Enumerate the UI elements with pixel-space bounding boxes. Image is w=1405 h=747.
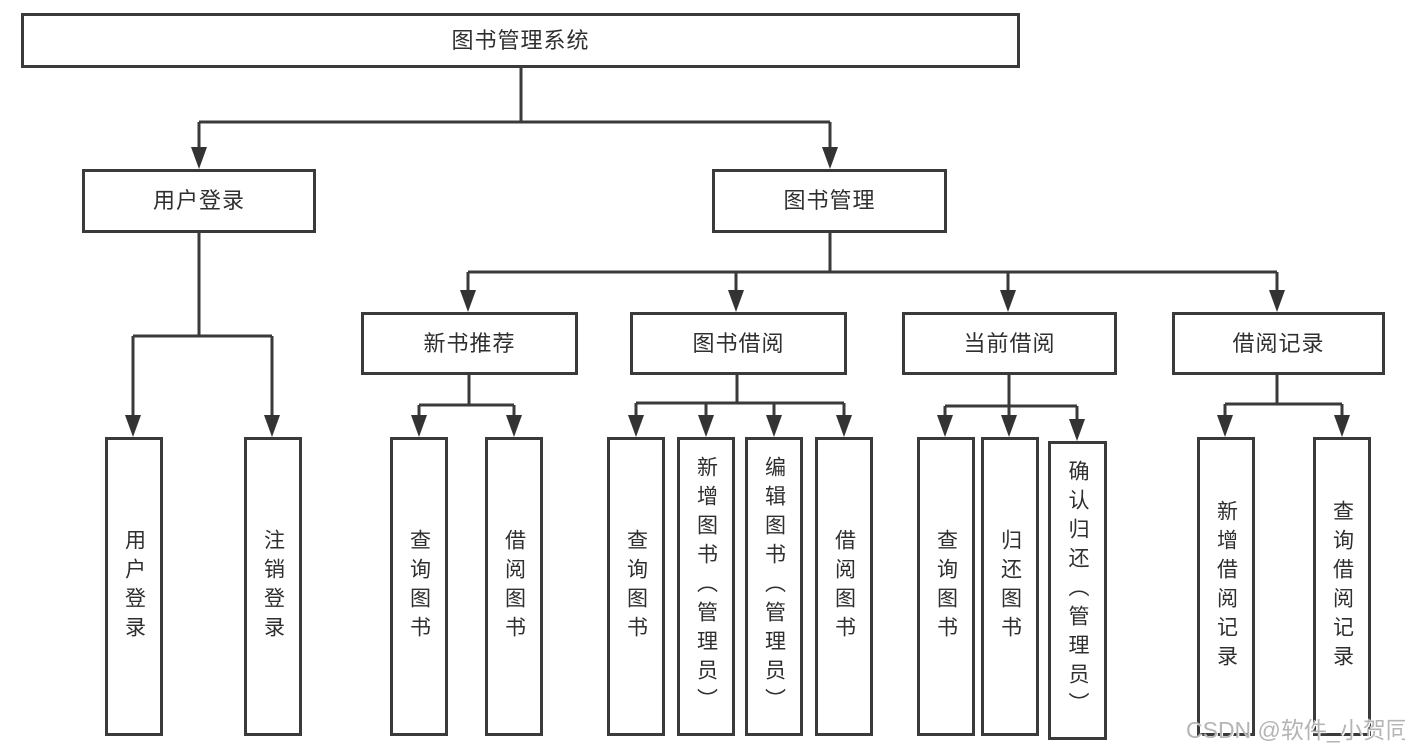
connectors-level3	[460, 233, 1285, 312]
leaf-br-add-record-label: 新增借阅记录	[1214, 499, 1238, 674]
connectors-current-borrow-branch	[937, 375, 1085, 441]
leaf-br-query-record: 查询借阅记录	[1313, 437, 1371, 736]
node-root-library-system: 图书管理系统	[21, 13, 1020, 68]
connectors-user-login-branch	[125, 233, 280, 437]
connectors-book-borrow-branch	[628, 375, 852, 437]
leaf-bb-query-books: 查询图书	[607, 437, 665, 736]
node-borrowing-records: 借阅记录	[1172, 312, 1385, 375]
leaf-bb-borrow-books-label: 借阅图书	[832, 528, 856, 645]
leaf-nbr-query-books-label: 查询图书	[407, 528, 431, 645]
node-root-label: 图书管理系统	[451, 27, 590, 53]
node-new-book-recommend: 新书推荐	[361, 312, 578, 375]
node-borrowing-records-label: 借阅记录	[1232, 330, 1325, 356]
leaf-bb-add-book-admin-label: 新增图书（管理员）	[694, 456, 718, 717]
leaf-bb-query-books-label: 查询图书	[624, 528, 648, 645]
leaf-bb-edit-book-admin: 编辑图书（管理员）	[745, 437, 803, 736]
node-current-borrowing: 当前借阅	[902, 312, 1117, 375]
leaf-nbr-query-books: 查询图书	[390, 437, 448, 736]
node-book-borrowing: 图书借阅	[630, 312, 847, 375]
node-book-borrowing-label: 图书借阅	[692, 330, 785, 356]
connectors-level2	[191, 68, 838, 169]
leaf-bb-edit-book-admin-label: 编辑图书（管理员）	[762, 456, 786, 717]
leaf-nbr-borrow-books: 借阅图书	[485, 437, 543, 736]
connectors-new-book-branch	[411, 375, 522, 437]
leaf-bb-add-book-admin: 新增图书（管理员）	[677, 437, 735, 736]
leaf-cb-confirm-return-admin-label: 确认归还（管理员）	[1066, 460, 1089, 721]
leaf-cb-query-books-label: 查询图书	[934, 528, 958, 645]
node-user-login: 用户登录	[82, 169, 316, 233]
leaf-cb-confirm-return-admin: 确认归还（管理员）	[1048, 441, 1107, 740]
leaf-cb-return-books: 归还图书	[981, 437, 1039, 736]
connectors-borrow-record-branch	[1217, 375, 1350, 437]
leaf-cb-return-books-label: 归还图书	[998, 528, 1022, 645]
leaf-logout-label: 注销登录	[261, 528, 285, 645]
leaf-user-login: 用户登录	[105, 437, 163, 736]
leaf-bb-borrow-books: 借阅图书	[815, 437, 873, 736]
leaf-cb-query-books: 查询图书	[917, 437, 975, 736]
csdn-watermark: CSDN @软件_小贺同学	[1186, 717, 1405, 743]
leaf-br-query-record-label: 查询借阅记录	[1330, 499, 1354, 674]
leaf-br-add-record: 新增借阅记录	[1197, 437, 1255, 736]
node-current-borrowing-label: 当前借阅	[963, 330, 1056, 356]
leaf-user-login-label: 用户登录	[122, 528, 146, 645]
leaf-nbr-borrow-books-label: 借阅图书	[502, 528, 526, 645]
node-book-management-label: 图书管理	[783, 188, 876, 213]
node-user-login-label: 用户登录	[152, 188, 245, 213]
leaf-logout: 注销登录	[244, 437, 302, 736]
node-book-management: 图书管理	[712, 169, 947, 233]
node-new-book-recommend-label: 新书推荐	[423, 330, 516, 356]
